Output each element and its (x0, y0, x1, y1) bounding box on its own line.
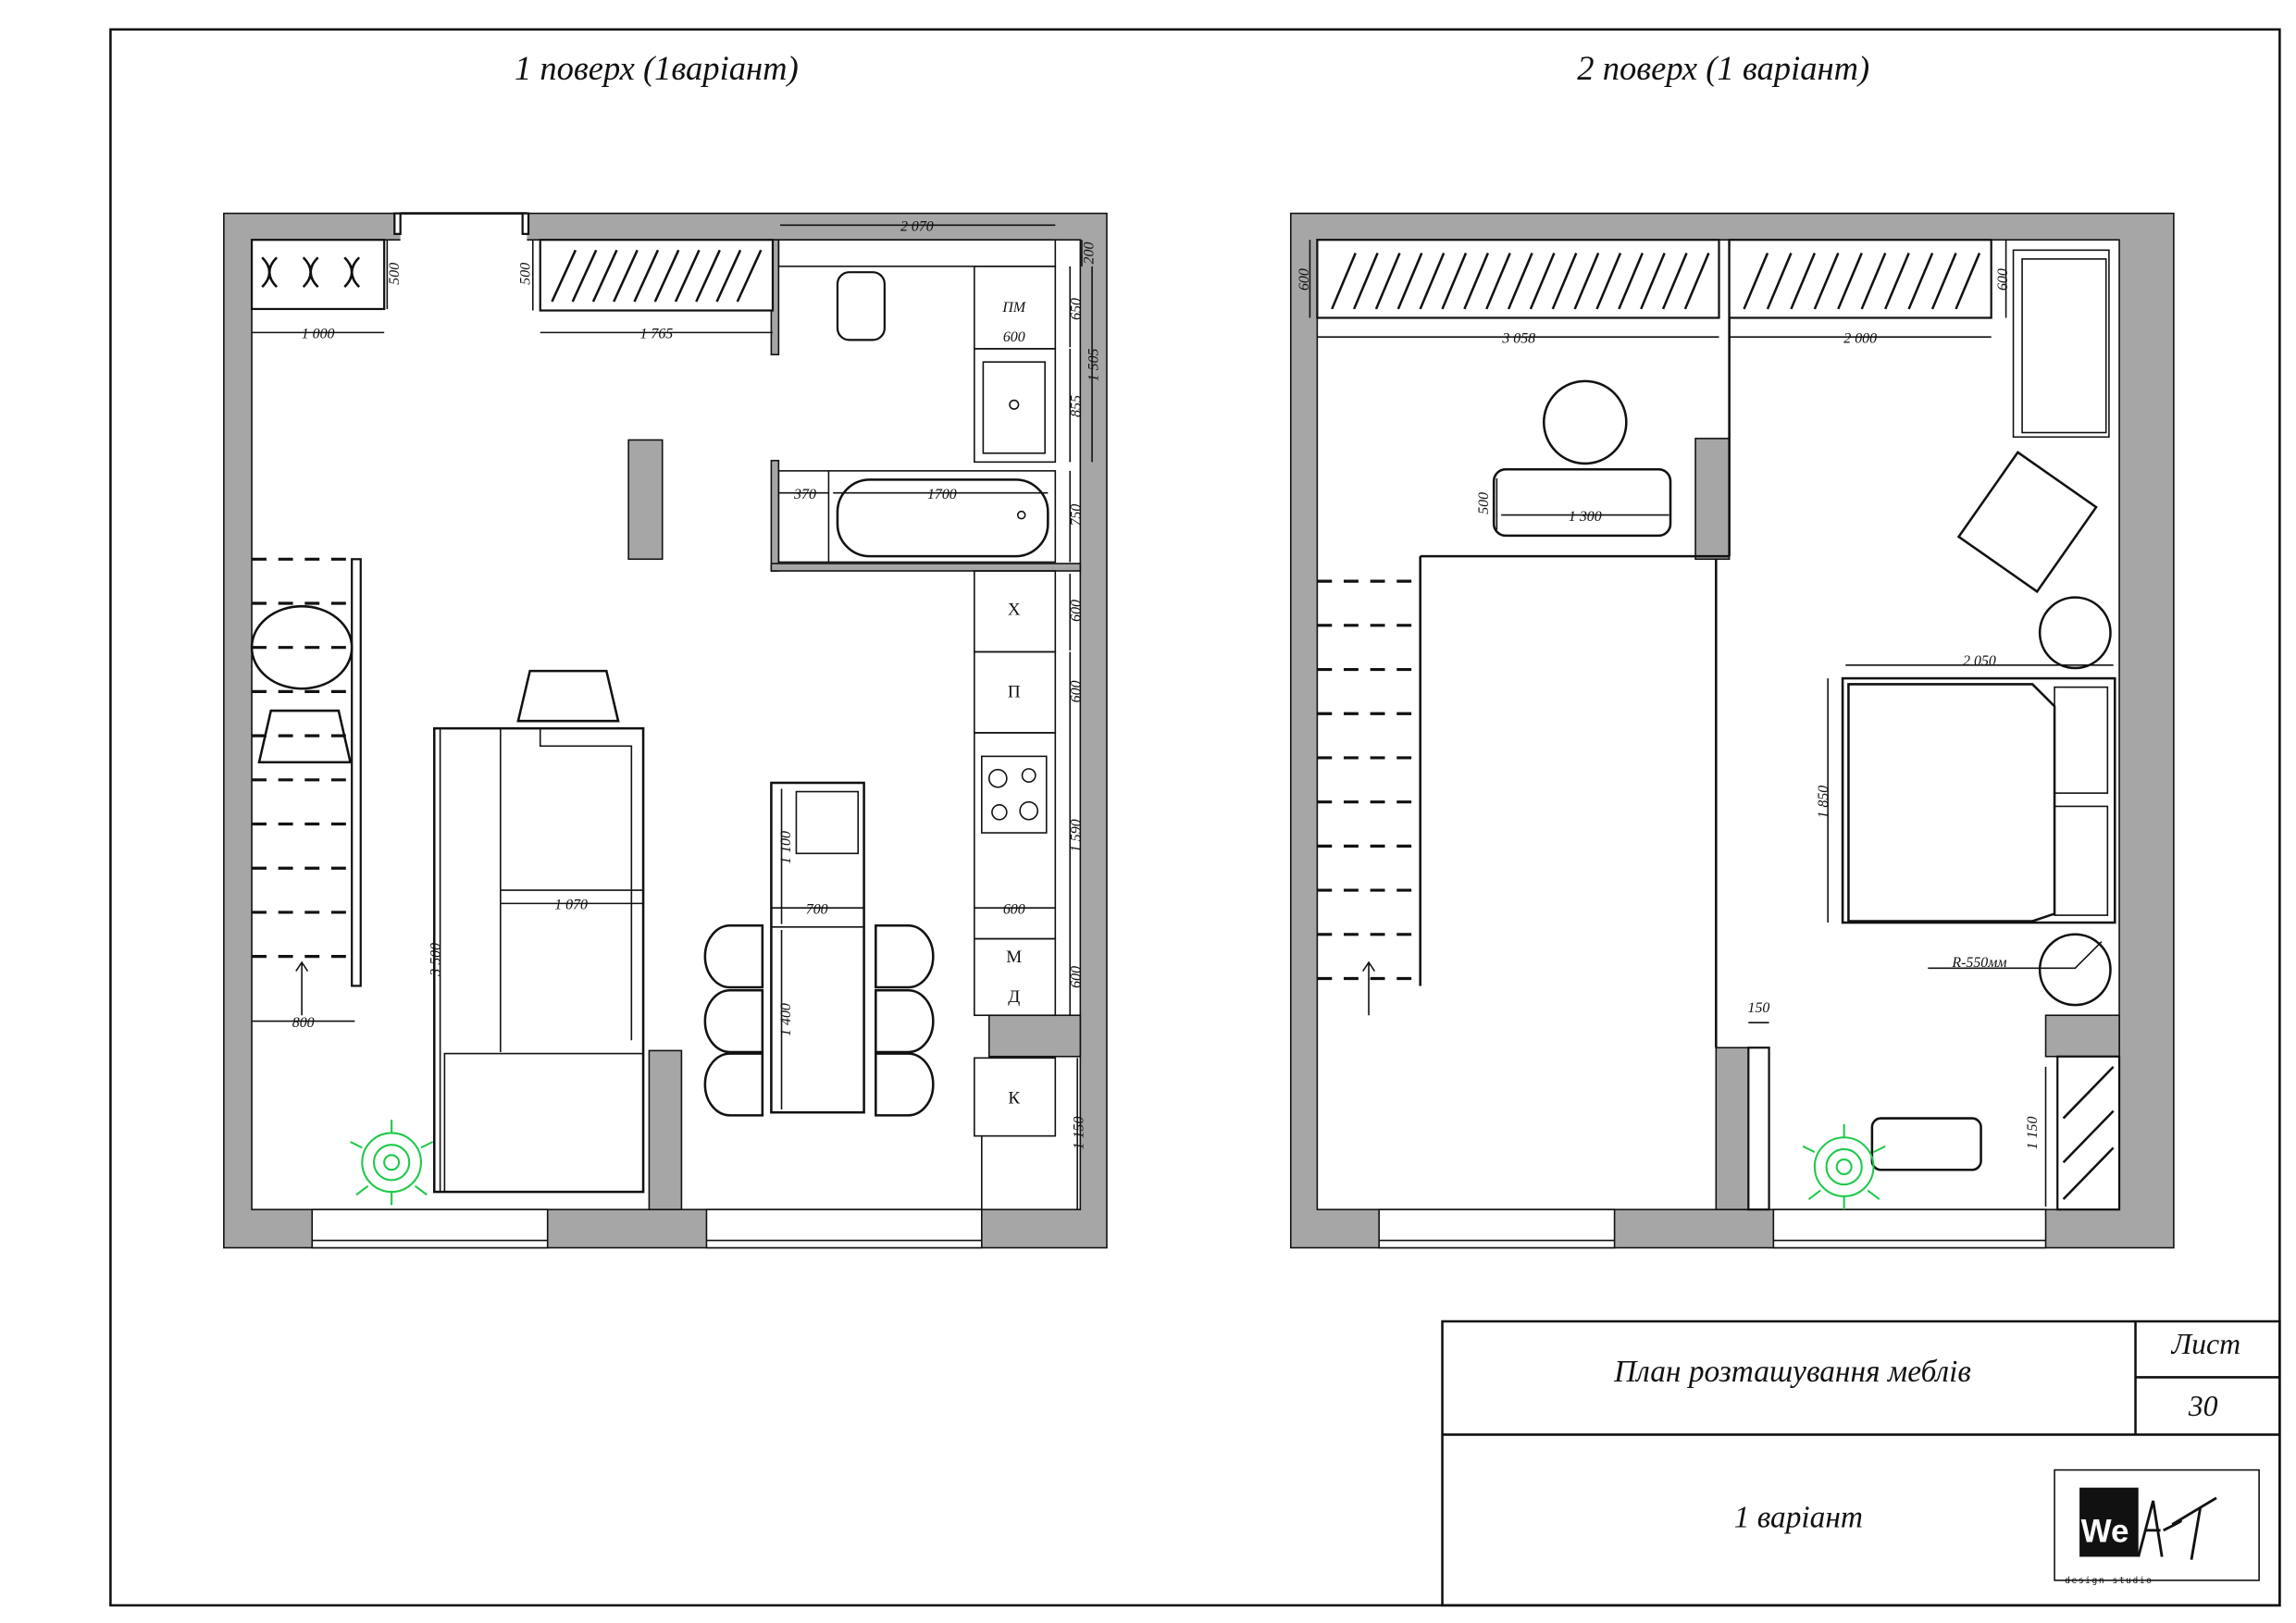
window (1772, 1208, 2047, 1249)
svg-text:ПМ: ПМ (1001, 300, 1025, 316)
wardrobe (1316, 239, 1720, 319)
svg-text:1 765: 1 765 (639, 327, 673, 342)
ottoman (1870, 1117, 1982, 1171)
svg-text:600: 600 (1068, 966, 1084, 988)
window (705, 1208, 983, 1249)
svg-text:3 058: 3 058 (1501, 331, 1535, 347)
title-block: План розташування меблів Лист 30 1 варіа… (1441, 1319, 2281, 1607)
svg-text:2 070: 2 070 (900, 219, 934, 235)
sheet-number: 30 (2188, 1390, 2218, 1422)
drawing-title: План розташування меблів (1613, 1355, 1971, 1389)
variant-label: 1 варіант (1734, 1501, 1863, 1535)
svg-text:600: 600 (1003, 902, 1025, 918)
svg-text:500: 500 (387, 263, 403, 285)
svg-text:200: 200 (1082, 242, 1098, 265)
sink-cabinet (974, 348, 1057, 464)
svg-text:700: 700 (806, 902, 828, 918)
kitchen-cabinet-k (974, 1057, 1057, 1137)
svg-text:К: К (1008, 1089, 1020, 1109)
svg-text:1 590: 1 590 (1068, 819, 1084, 852)
bed (1841, 676, 2116, 924)
svg-text:П: П (1008, 683, 1021, 702)
svg-text:600: 600 (1068, 600, 1084, 622)
svg-text:600: 600 (1068, 680, 1084, 702)
floor2-title: 2 поверх (1 варіант) (1577, 49, 1869, 87)
svg-text:855: 855 (1068, 395, 1084, 417)
staircase (250, 557, 362, 1016)
svg-text:R-550мм: R-550мм (1951, 955, 2006, 971)
svg-text:1 070: 1 070 (554, 898, 588, 913)
svg-text:600: 600 (1995, 268, 2011, 291)
side-table (2038, 596, 2112, 670)
svg-text:1 000: 1 000 (302, 327, 335, 342)
svg-text:1 850: 1 850 (1816, 786, 1831, 819)
pillar (648, 1049, 683, 1210)
shoe-cabinet (250, 239, 386, 311)
svg-text:1 100: 1 100 (778, 831, 794, 864)
entrance-opening (400, 211, 527, 242)
svg-text:Д: Д (1008, 987, 1020, 1007)
bar-stools (703, 923, 935, 1117)
svg-text:1 505: 1 505 (1086, 348, 1101, 381)
kitchen-island (770, 781, 865, 1114)
svg-text:2 050: 2 050 (1963, 653, 1996, 669)
svg-text:1 150: 1 150 (2025, 1117, 2041, 1150)
svg-text:Х: Х (1008, 601, 1021, 620)
sheet-frame (109, 28, 2281, 1607)
column (627, 439, 664, 561)
svg-text:We: We (2081, 1514, 2129, 1550)
interior (251, 239, 1082, 1210)
window (311, 1208, 549, 1249)
wardrobe (1728, 239, 1992, 319)
svg-text:2 000: 2 000 (1843, 331, 1877, 347)
bathtub-frame (777, 470, 1057, 564)
armchair (1956, 451, 2098, 594)
toilet (836, 271, 886, 341)
cooktop (981, 755, 1048, 834)
svg-text:1700: 1700 (927, 487, 957, 502)
plant-icon (350, 1120, 434, 1206)
svg-text:650: 650 (1068, 298, 1084, 320)
bathtub (836, 478, 1049, 558)
svg-text:600: 600 (1297, 268, 1312, 291)
floor2-plan: 600 3 058 2 000 600 500 1 300 2 050 1 85… (1289, 212, 2175, 1249)
floor2-dimensions: 600 3 058 2 000 600 500 1 300 2 050 1 85… (1297, 268, 2041, 1149)
cabinet (2012, 249, 2110, 439)
svg-text:800: 800 (292, 1015, 315, 1031)
chair (1542, 379, 1628, 465)
svg-text:600: 600 (1003, 329, 1025, 345)
wardrobe (2056, 1055, 2121, 1211)
svg-text:750: 750 (1068, 504, 1084, 527)
svg-text:М: М (1006, 948, 1022, 967)
svg-text:1 300: 1 300 (1569, 509, 1602, 525)
floor1-plan: ПМ Х П М Д К (223, 211, 1108, 1249)
svg-text:3 500: 3 500 (428, 943, 444, 977)
armchair (516, 669, 620, 723)
staircase (1317, 579, 1421, 1016)
weart-logo: We design studio (2054, 1468, 2260, 1586)
svg-text:370: 370 (793, 487, 816, 502)
kitchen-cabinet-md (974, 937, 1057, 1017)
floor1-dimensions: 2 070 200 500 500 1 000 1 765 650 600 1 … (292, 219, 1102, 1150)
floor1-title: 1 поверх (1варіант) (515, 49, 799, 87)
plant-icon (1802, 1123, 1886, 1210)
window (1378, 1208, 1616, 1249)
svg-text:500: 500 (518, 263, 534, 285)
side-table (2038, 933, 2112, 1007)
sheet-label: Лист (2171, 1328, 2241, 1360)
desk (1492, 468, 1672, 538)
svg-text:1 400: 1 400 (778, 1003, 794, 1036)
svg-text:1 150: 1 150 (1072, 1117, 1087, 1150)
svg-text:500: 500 (1476, 492, 1492, 514)
svg-text:150: 150 (1748, 1000, 1770, 1016)
svg-text:design studio: design studio (2065, 1576, 2153, 1586)
